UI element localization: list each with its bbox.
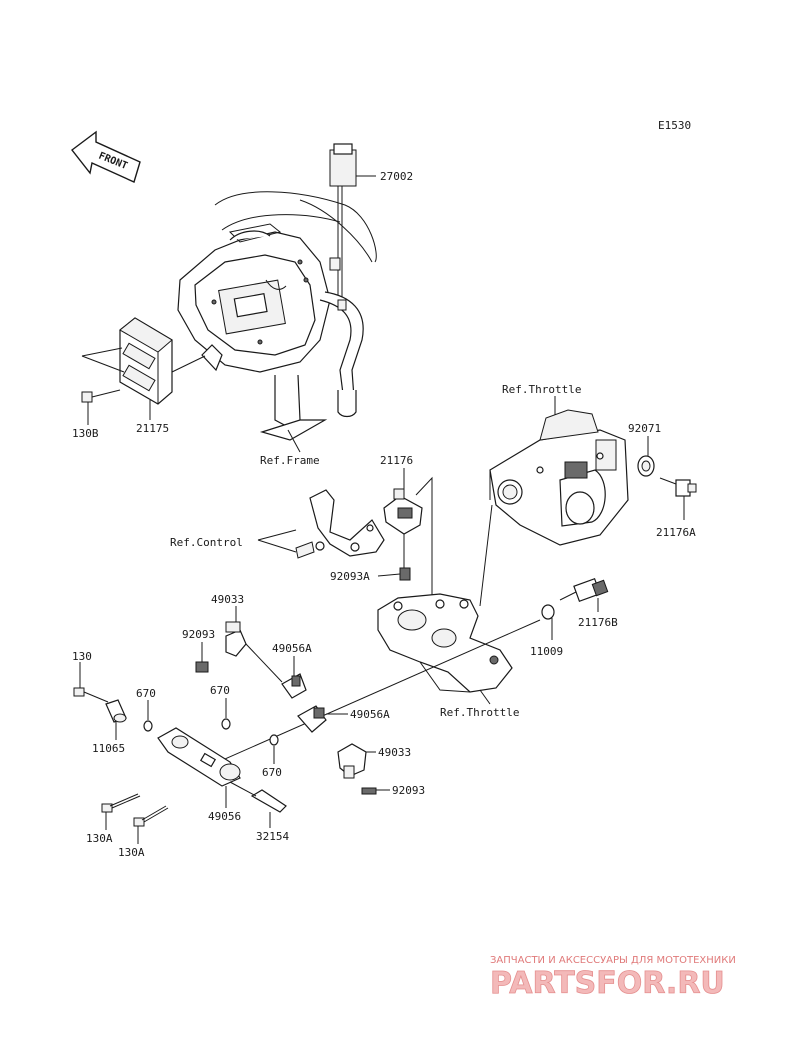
frame-structure <box>177 191 377 441</box>
watermark-logo: ЗАПЧАСТИ И АКСЕССУАРЫ ДЛЯ МОТОТЕХНИКИ PA… <box>490 955 736 1001</box>
grommet-92093-bottom <box>361 787 377 795</box>
connector-27002 <box>329 143 376 300</box>
label-130: 130 <box>72 650 92 663</box>
sensor-21176B <box>559 577 609 612</box>
collar-11065 <box>105 699 127 723</box>
injector-49033-mid <box>337 743 367 779</box>
grommet-92093-top <box>195 661 209 673</box>
label-21176B: 21176B <box>578 616 618 629</box>
fuel-rail-49056 <box>157 727 241 787</box>
front-arrow-icon: FRONT <box>71 130 141 183</box>
watermark-brand: PARTSFOR.RU <box>490 966 725 1001</box>
label-49056: 49056 <box>208 810 241 823</box>
label-27002: 27002 <box>380 170 413 183</box>
injector-49056A-mid <box>297 705 327 733</box>
label-670-c: 670 <box>262 766 282 779</box>
label-92071: 92071 <box>628 422 661 435</box>
label-21175: 21175 <box>136 422 169 435</box>
label-92093-top: 92093 <box>182 628 215 641</box>
label-49056A-mid: 49056A <box>350 708 390 721</box>
label-21176A: 21176A <box>656 526 696 539</box>
label-ref-control: Ref.Control <box>170 536 243 549</box>
watermark-tagline: ЗАПЧАСТИ И АКСЕССУАРЫ ДЛЯ МОТОТЕХНИКИ <box>490 955 736 966</box>
oring-670-b <box>221 718 231 730</box>
sensor-21176 <box>383 476 433 598</box>
label-32154: 32154 <box>256 830 289 843</box>
oring-670-c <box>269 734 279 746</box>
injector-49033-top <box>225 621 283 683</box>
bolt-130 <box>73 687 109 703</box>
label-130A-a: 130A <box>86 832 113 845</box>
label-ref-frame: Ref.Frame <box>260 454 320 467</box>
label-ref-throttle-bottom: Ref.Throttle <box>440 706 519 719</box>
label-49033-top: 49033 <box>211 593 244 606</box>
pipe-32154 <box>229 781 287 813</box>
label-11065: 11065 <box>92 742 125 755</box>
diagram-code: E1530 <box>658 119 691 132</box>
label-92093-bottom: 92093 <box>392 784 425 797</box>
label-49056A-top: 49056A <box>272 642 312 655</box>
bolt-130B <box>81 389 121 425</box>
oring-11009 <box>541 604 555 620</box>
bolt-130A-a <box>101 793 141 813</box>
label-ref-throttle-top: Ref.Throttle <box>502 383 581 396</box>
label-130B: 130B <box>72 427 99 440</box>
throttle-body <box>489 409 629 546</box>
injector-49056A-top <box>281 673 307 699</box>
label-21176: 21176 <box>380 454 413 467</box>
label-670-a: 670 <box>136 687 156 700</box>
bracket-ref-control <box>295 489 385 559</box>
ecu-21175 <box>81 317 206 420</box>
oring-670-a <box>143 720 153 732</box>
label-11009: 11009 <box>530 645 563 658</box>
label-92093A: 92093A <box>330 570 370 583</box>
label-130A-b: 130A <box>118 846 145 859</box>
sensor-21176A <box>659 477 697 520</box>
label-49033-mid: 49033 <box>378 746 411 759</box>
ring-92071 <box>637 455 655 477</box>
nut-92093A <box>399 567 411 581</box>
label-670-b: 670 <box>210 684 230 697</box>
bolt-130A-b <box>133 805 169 827</box>
intake-manifold <box>377 593 513 693</box>
